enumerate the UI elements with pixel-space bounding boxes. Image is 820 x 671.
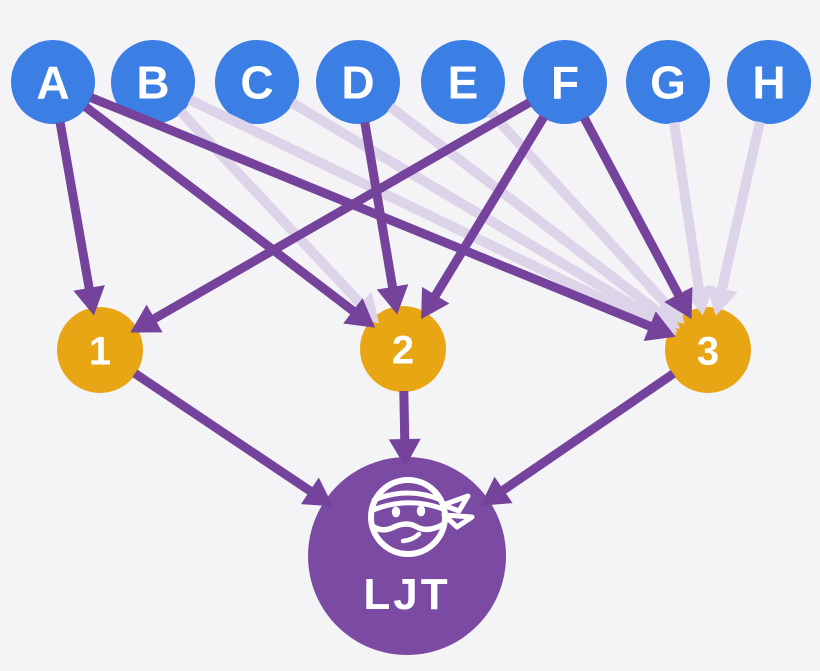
node-label-B: B xyxy=(136,57,169,109)
node-1: 1 xyxy=(57,307,143,393)
cluster-circle-1 xyxy=(57,307,143,393)
edge-1-LJT-solid xyxy=(132,369,334,507)
variable-circle-D xyxy=(316,40,400,124)
node-E: E xyxy=(421,40,505,124)
edge-arrowhead xyxy=(480,476,513,506)
edge-arrowhead xyxy=(388,438,421,468)
edge-shaft xyxy=(497,370,676,496)
edge-shaft xyxy=(289,98,660,325)
edge-arrowhead xyxy=(643,311,676,341)
node-A: A xyxy=(11,40,95,124)
variable-circle-A xyxy=(11,40,95,124)
root-node-content: LJT xyxy=(363,477,475,619)
edge-shaft xyxy=(429,114,548,301)
variable-circle-H xyxy=(727,40,811,124)
variable-circle-G xyxy=(626,40,710,124)
edge-A-2-solid xyxy=(82,103,376,328)
edge-F-2-solid xyxy=(421,114,548,320)
edge-arrowhead xyxy=(130,304,163,333)
edge-H-3-faded xyxy=(706,120,765,316)
node-F: F xyxy=(523,40,607,124)
edge-arrowhead xyxy=(343,298,376,328)
edge-shaft xyxy=(82,103,359,317)
edge-arrowhead xyxy=(706,285,738,316)
variable-circle-E xyxy=(421,40,505,124)
variable-circle-B xyxy=(111,40,195,124)
node-G: G xyxy=(626,40,710,124)
edges xyxy=(55,93,765,507)
variable-circle-F xyxy=(523,40,607,124)
edge-shaft xyxy=(399,390,410,444)
node-B: B xyxy=(111,40,195,124)
edge-3-LJT-solid xyxy=(480,370,676,506)
ninja-icon xyxy=(368,477,475,557)
node-3: 3 xyxy=(665,307,751,393)
node-H: H xyxy=(727,40,811,124)
edge-A-3-solid xyxy=(89,93,676,341)
edge-shaft xyxy=(716,120,765,294)
edge-F-1-solid xyxy=(130,98,532,333)
node-C: C xyxy=(215,40,299,124)
edge-shaft xyxy=(55,121,95,293)
edge-A-1-solid xyxy=(55,121,105,316)
node-label-E: E xyxy=(448,57,479,109)
node-label-H: H xyxy=(752,57,785,109)
edge-shaft xyxy=(148,98,532,325)
node-2: 2 xyxy=(360,306,446,392)
node-label-1: 1 xyxy=(89,329,111,373)
edge-D-2-solid xyxy=(360,121,409,315)
cluster-circle-2 xyxy=(360,306,446,392)
node-label-F: F xyxy=(551,57,579,109)
edge-shaft xyxy=(669,121,705,293)
edge-arrowhead xyxy=(376,284,409,315)
edge-shaft xyxy=(387,102,665,319)
node-label-D: D xyxy=(341,57,374,109)
edge-arrowhead xyxy=(73,285,105,316)
variable-circle-C xyxy=(215,40,299,124)
edge-arrowhead xyxy=(300,477,334,507)
edge-2-LJT-solid xyxy=(388,390,421,468)
edge-shaft xyxy=(89,93,656,332)
edge-shaft xyxy=(132,369,316,497)
edge-shaft xyxy=(187,95,658,329)
node-label-G: G xyxy=(650,57,686,109)
edge-shaft xyxy=(360,121,398,292)
edge-arrowhead xyxy=(421,286,450,320)
edge-F-3-solid xyxy=(580,116,693,320)
node-label-3: 3 xyxy=(697,329,719,373)
cluster-circle-3 xyxy=(665,307,751,393)
node-label-C: C xyxy=(240,57,273,109)
edge-arrowhead xyxy=(664,286,693,320)
edge-shaft xyxy=(486,108,672,310)
root-node-label: LJT xyxy=(363,570,450,619)
node-label-2: 2 xyxy=(392,328,414,372)
node-label-A: A xyxy=(36,57,69,109)
edge-shaft xyxy=(580,116,685,301)
node-D: D xyxy=(316,40,400,124)
